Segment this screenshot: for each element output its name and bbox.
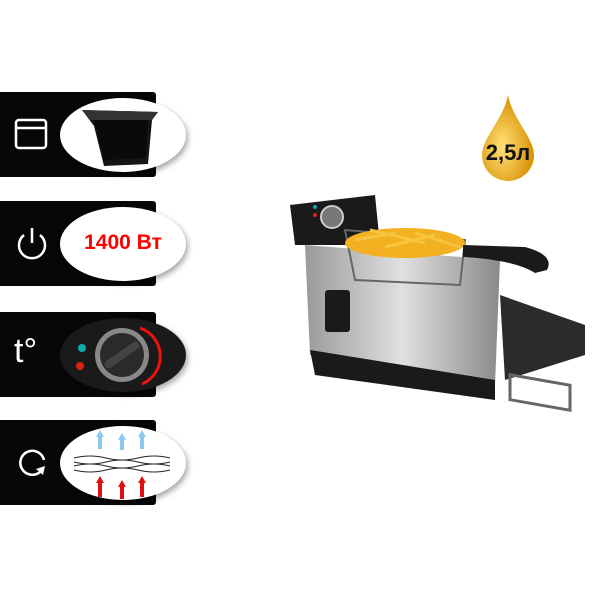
- rotate-icon: [19, 449, 46, 477]
- capacity-label: 2,5л: [485, 140, 531, 165]
- oil-drop-icon: [482, 95, 534, 181]
- power-label: 1400 Вт: [84, 231, 162, 254]
- feature-airflow-panel: [0, 420, 186, 505]
- feature-power-panel: 1400 Вт: [0, 201, 186, 286]
- temperature-icon: t°: [14, 332, 38, 370]
- deep-fryer-image: [290, 195, 585, 413]
- power-icon: [17, 228, 47, 260]
- feature-temperature-panel: t°: [0, 312, 186, 397]
- power-oval: 1400 Вт: [60, 207, 186, 281]
- container-icon: [14, 118, 48, 150]
- feature-bowl-panel: [0, 92, 186, 177]
- thermostat-image: [60, 318, 186, 392]
- airflow-image: [60, 426, 186, 500]
- bowl-image: [60, 98, 186, 172]
